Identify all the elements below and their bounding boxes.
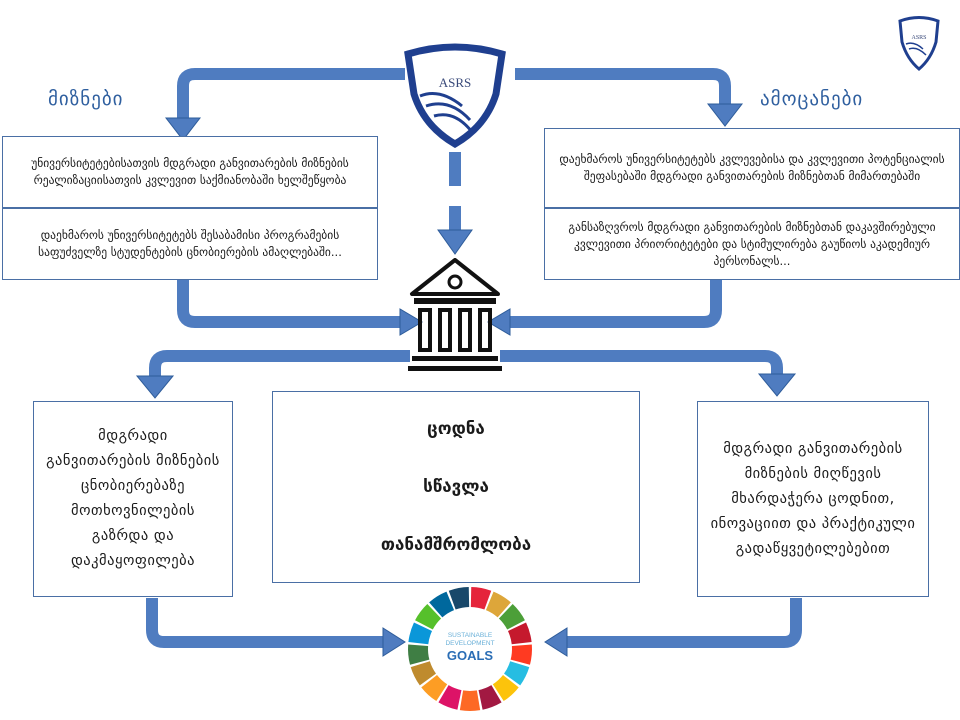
objective-text-1: დაეხმაროს უნივერსიტეტებს კვლევებისა და კ…	[559, 152, 945, 183]
sdg-segment	[510, 644, 532, 665]
sdg-segment	[459, 690, 481, 711]
sdg-segment	[504, 661, 530, 686]
arrowhead-bottom-left	[135, 375, 175, 399]
sdg-line3: GOALS	[447, 648, 494, 663]
goal-text-1: უნივერსიტეტებისათვის მდგრადი განვითარები…	[31, 156, 349, 187]
sdg-segment	[408, 622, 433, 645]
shield-logo-icon: ASRS	[404, 43, 506, 149]
objectives-header: ამოცანები	[760, 88, 864, 110]
sdg-line1: SUSTAINABLE	[448, 632, 493, 639]
sdg-segment	[429, 591, 455, 618]
sdg-segment	[410, 661, 436, 686]
sdg-wheel-icon: SUSTAINABLE DEVELOPMENT GOALS	[408, 587, 532, 711]
awareness-text: მდგრადი განვითარების მიზნების ცნობიერება…	[46, 428, 220, 569]
arrowhead-sdg-left	[382, 627, 406, 657]
sdg-segment	[421, 674, 448, 702]
shield-logo-icon: ASRS	[898, 16, 940, 71]
core-pillars-box: ცოდნა სწავლა თანამშრომლობა	[272, 391, 640, 583]
pillar-learning: სწავლა	[423, 477, 489, 497]
corner-logo: ASRS	[896, 14, 942, 72]
arrowhead-right-box	[706, 103, 744, 127]
sdg-segment	[507, 622, 532, 645]
logo-text: ASRS	[439, 75, 472, 90]
goal-text-2: დაეხმაროს უნივერსიტეტებს შესაბამისი პროგ…	[38, 228, 342, 259]
sdg-segment	[498, 604, 525, 630]
arrowhead-bottom-right	[757, 373, 797, 397]
arrow-logo-to-left	[177, 68, 405, 118]
objective-text-2: განსაზღვროს მდგრადი განვითარების მიზნებთ…	[568, 219, 936, 268]
pillar-cooperation: თანამშრომლობა	[380, 535, 532, 555]
arrowhead-left-box	[164, 117, 202, 141]
arrowhead-sdg-right	[544, 627, 568, 657]
sdg-segment	[408, 644, 430, 665]
objective-box-2: განსაზღვროს მდგრადი განვითარების მიზნებთ…	[544, 208, 960, 280]
support-box: მდგრადი განვითარების მიზნების მიღწევის მ…	[697, 401, 929, 597]
corner-logo-text: ASRS	[911, 35, 926, 41]
arrow-bottom-left-to-sdg	[146, 598, 385, 648]
awareness-box: მდგრადი განვითარების მიზნების ცნობიერება…	[33, 401, 233, 597]
sdg-segment	[492, 674, 519, 702]
pillar-knowledge: ცოდნა	[427, 419, 485, 439]
arrowhead-building-right	[487, 308, 511, 336]
goals-header: მიზნები	[48, 88, 124, 110]
arrowhead-logo-to-building	[437, 229, 473, 255]
arrow-building-to-bottom-right	[500, 350, 783, 376]
asrs-logo: ASRS	[400, 40, 510, 149]
sdg-segment	[438, 685, 462, 710]
sdg-segment	[478, 685, 502, 710]
university-building	[408, 258, 502, 374]
sdg-segment	[415, 604, 442, 630]
arrow-bottom-right-to-sdg	[565, 598, 802, 648]
arrow-building-to-bottom-left	[149, 350, 410, 378]
arrow-logo-to-right	[515, 68, 731, 108]
university-building-icon	[408, 258, 502, 371]
sdg-segment	[485, 591, 511, 618]
sdg-segment	[448, 587, 470, 610]
arrow-left-to-building	[177, 280, 402, 328]
sdg-wheel: SUSTAINABLE DEVELOPMENT GOALS	[390, 585, 550, 713]
arrow-right-to-building	[508, 280, 722, 328]
goal-box-2: დაეხმაროს უნივერსიტეტებს შესაბამისი პროგ…	[2, 208, 378, 280]
support-text: მდგრადი განვითარების მიზნების მიღწევის მ…	[710, 440, 916, 557]
sdg-segment	[470, 587, 492, 610]
arrowhead-building-left	[399, 308, 423, 336]
sdg-line2: DEVELOPMENT	[445, 640, 494, 647]
objective-box-1: დაეხმაროს უნივერსიტეტებს კვლევებისა და კ…	[544, 128, 960, 208]
goal-box-1: უნივერსიტეტებისათვის მდგრადი განვითარები…	[2, 136, 378, 208]
